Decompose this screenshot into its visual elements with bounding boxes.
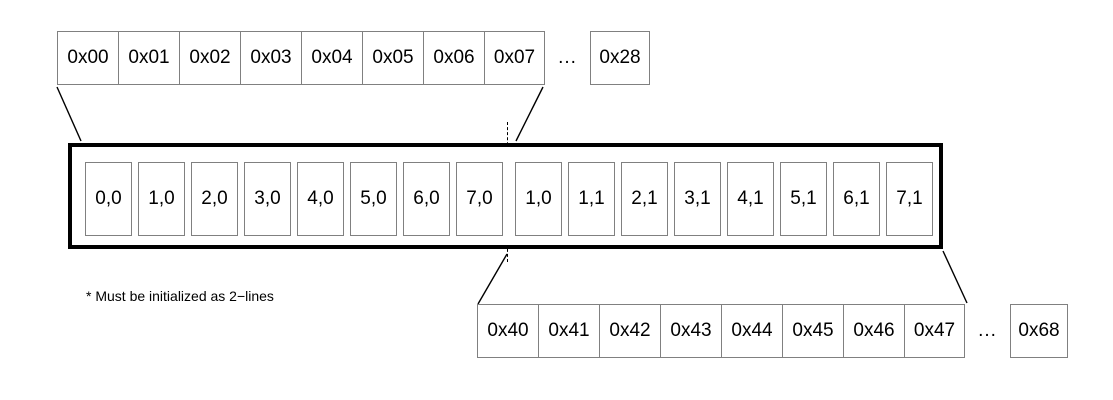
memory-cell: 2,0 — [191, 162, 238, 236]
address-cell: 0x45 — [782, 304, 843, 358]
footnote-text: * Must be initialized as 2−lines — [86, 288, 274, 304]
memory-cell: 6,1 — [833, 162, 880, 236]
memory-cell: 1,0 — [138, 162, 185, 236]
address-cell: 0x46 — [843, 304, 904, 358]
address-cell: 0x43 — [660, 304, 721, 358]
address-cell: 0x02 — [179, 31, 240, 85]
address-cell: 0x47 — [904, 304, 965, 358]
memory-cell: 4,1 — [727, 162, 774, 236]
memory-cell: 2,1 — [621, 162, 668, 236]
memory-cell: 1,1 — [568, 162, 615, 236]
address-cell: 0x41 — [538, 304, 599, 358]
memory-cell: 6,0 — [403, 162, 450, 236]
address-cell: 0x40 — [477, 304, 538, 358]
address-cell-tail: 0x68 — [1010, 304, 1068, 358]
address-cell: 0x05 — [362, 31, 423, 85]
address-cell: 0x07 — [484, 31, 545, 85]
address-cell: 0x04 — [301, 31, 362, 85]
address-cell: 0x03 — [240, 31, 301, 85]
memory-cell: 4,0 — [297, 162, 344, 236]
address-ellipsis: ... — [978, 320, 997, 341]
memory-cell: 3,1 — [674, 162, 721, 236]
memory-cell: 7,1 — [886, 162, 933, 236]
bottom-address-row: 0x40 0x41 0x42 0x43 0x44 0x45 0x46 0x47 … — [477, 304, 1068, 358]
address-cell: 0x42 — [599, 304, 660, 358]
address-cell: 0x01 — [118, 31, 179, 85]
memory-cell: 0,0 — [85, 162, 132, 236]
memory-cell: 5,0 — [350, 162, 397, 236]
address-cell: 0x00 — [57, 31, 118, 85]
memory-cell: 1,0 — [515, 162, 562, 236]
address-cell: 0x44 — [721, 304, 782, 358]
memory-cell: 7,0 — [456, 162, 503, 236]
address-cell: 0x06 — [423, 31, 484, 85]
address-cell-tail: 0x28 — [590, 31, 650, 85]
memory-cell: 5,1 — [780, 162, 827, 236]
memory-cell: 3,0 — [244, 162, 291, 236]
address-ellipsis: ... — [558, 47, 577, 68]
top-address-row: 0x00 0x01 0x02 0x03 0x04 0x05 0x06 0x07 … — [57, 31, 650, 85]
two-line-buffer-cells: 0,0 1,0 2,0 3,0 4,0 5,0 6,0 7,0 1,0 1,1 … — [85, 162, 933, 236]
